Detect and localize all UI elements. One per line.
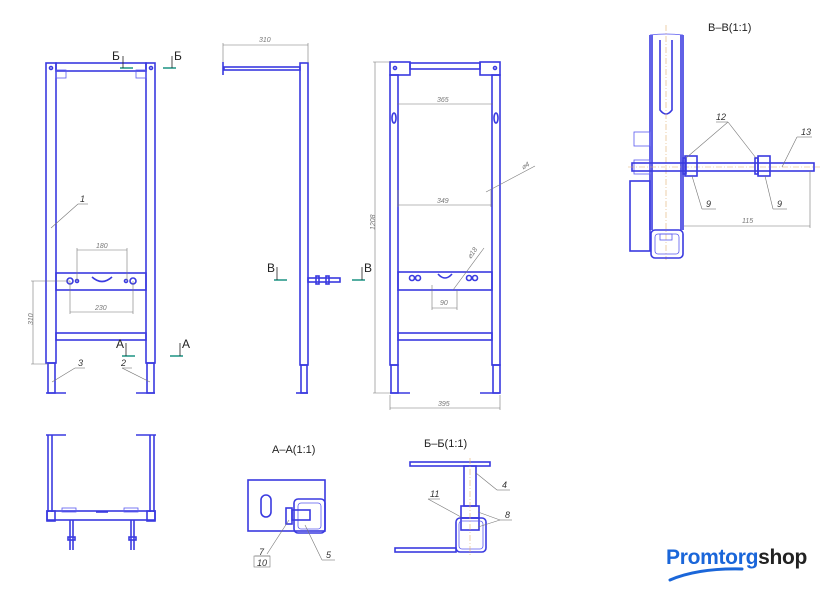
section-mark-b-left: Б [112,49,120,63]
promtorgshop-logo: Promtorgshop [666,546,807,570]
section-mark-a-right: А [182,337,190,351]
dim-349: 349 [437,198,449,205]
dim-diameter-18: ⌀18 [467,246,480,260]
section-mark-v-left: В [267,261,275,275]
front-view: 180 230 310 1 2 3 Б Б А А [28,49,190,394]
dim-365: 365 [437,97,449,104]
section-b-b-title: Б–Б(1:1) [424,438,467,450]
dim-395: 395 [438,401,450,408]
callout-10: 10 [257,558,267,568]
section-v-v: В–В(1:1) 12 13 9 9 115 [628,22,820,260]
dim-115: 115 [742,218,753,225]
dim-230: 230 [94,305,107,312]
dim-90: 90 [440,300,448,307]
logo-part-shop: shop [758,546,808,569]
callout-7: 7 [259,547,265,557]
callout-1: 1 [80,194,85,204]
section-mark-b-right: Б [174,49,182,63]
dim-diameter-4: ⌀4 [521,161,532,171]
section-mark-a-left: А [116,337,124,351]
section-a-a-title: А–А(1:1) [272,444,315,456]
callout-2: 2 [120,358,126,368]
logo-swoosh-icon [668,567,744,582]
section-v-v-title: В–В(1:1) [708,22,751,34]
side-view: 310 В В [222,37,372,394]
callout-9-left: 9 [706,199,711,209]
callout-11: 11 [430,489,439,499]
dim-310-depth: 310 [259,37,271,44]
dim-1208: 1208 [370,214,377,230]
section-b-b: Б–Б(1:1) 4 11 8 [394,438,512,556]
plan-view [46,434,156,550]
callout-5: 5 [326,550,332,560]
section-a-a: А–А(1:1) 7 10 5 [247,444,335,568]
callout-13: 13 [801,127,811,137]
dim-310-height: 310 [28,313,35,325]
callout-4: 4 [502,480,507,490]
callout-9-right: 9 [777,199,782,209]
rear-view: 365 349 1208 395 90 ⌀4 ⌀18 [370,61,536,410]
section-mark-v-right: В [364,261,372,275]
callout-3: 3 [78,358,83,368]
callout-8: 8 [505,510,510,520]
callout-12: 12 [716,112,726,122]
dim-180: 180 [96,243,108,250]
logo-part-promtorg: Promtorg [666,546,759,569]
